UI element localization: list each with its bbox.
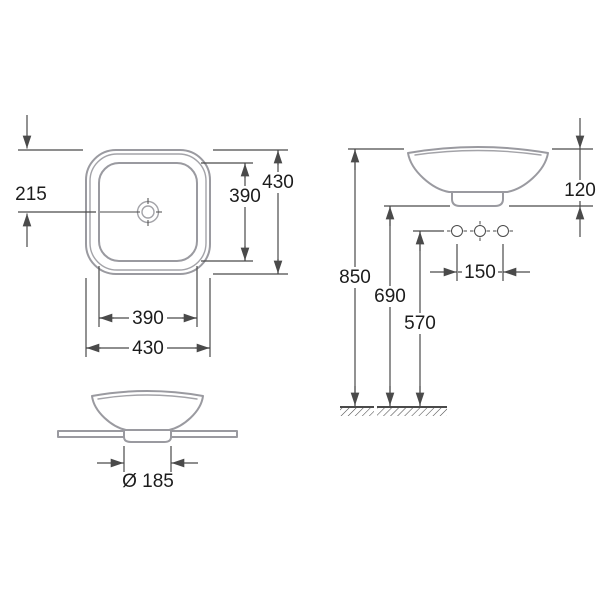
- dim-base-diameter: Ø 185: [97, 446, 198, 492]
- tap-hole-right: [497, 225, 509, 237]
- dim-690: 690: [372, 205, 450, 406]
- dim-430-width: 430: [85, 278, 211, 359]
- dim-label-215: 215: [15, 184, 47, 205]
- tap-hole-left: [451, 225, 463, 237]
- front-view: [340, 146, 549, 416]
- dim-label-150: 150: [464, 262, 496, 283]
- dim-label-390-width: 390: [132, 308, 164, 329]
- dim-label-570: 570: [404, 313, 436, 334]
- basin-inner-edge: [98, 162, 198, 262]
- basin-rim-line-front: [414, 149, 542, 156]
- label-mask: [260, 172, 296, 193]
- basin-bowl: [91, 390, 204, 431]
- dim-label-850: 850: [339, 267, 371, 288]
- basin-bowl-front: [407, 146, 549, 193]
- basin-base: [123, 429, 172, 443]
- label-mask: [129, 337, 167, 358]
- tap-holes: [447, 221, 513, 241]
- dim-label-430-width: 430: [132, 338, 164, 359]
- dim-570: 570: [402, 230, 444, 406]
- dim-430-height: 430: [213, 149, 296, 275]
- plan-view: [85, 149, 211, 275]
- tap-hole-center: [474, 225, 486, 237]
- dim-label-base-diameter: Ø 185: [122, 471, 174, 492]
- dim-label-690: 690: [374, 286, 406, 307]
- dim-label-120: 120: [564, 180, 596, 201]
- dim-150: 150: [430, 244, 530, 283]
- label-mask: [129, 307, 167, 328]
- dim-390-width: 390: [98, 266, 198, 329]
- label-mask: [402, 313, 438, 334]
- countertop-left: [57, 430, 125, 438]
- label-mask: [227, 186, 263, 207]
- dim-390-height: 390: [201, 162, 263, 262]
- drain-outer-circle: [136, 200, 160, 224]
- label-mask: [462, 261, 498, 282]
- basin-base-front: [451, 191, 504, 207]
- label-mask: [372, 286, 408, 307]
- label-mask: [337, 267, 373, 288]
- dim-label-430-height: 430: [262, 172, 294, 193]
- dim-label-390-height: 390: [229, 186, 261, 207]
- label-mask: [559, 180, 600, 201]
- countertop-right: [170, 430, 238, 438]
- basin-rim-line: [97, 394, 198, 400]
- drain-inner-circle: [141, 205, 155, 219]
- floor-hatch: [340, 408, 374, 416]
- dim-215: 215: [15, 115, 96, 247]
- dim-120: 120: [509, 118, 600, 237]
- floor-hatch: [377, 408, 447, 416]
- dim-850: 850: [337, 148, 404, 406]
- floor: [340, 406, 447, 416]
- side-view: [57, 390, 238, 443]
